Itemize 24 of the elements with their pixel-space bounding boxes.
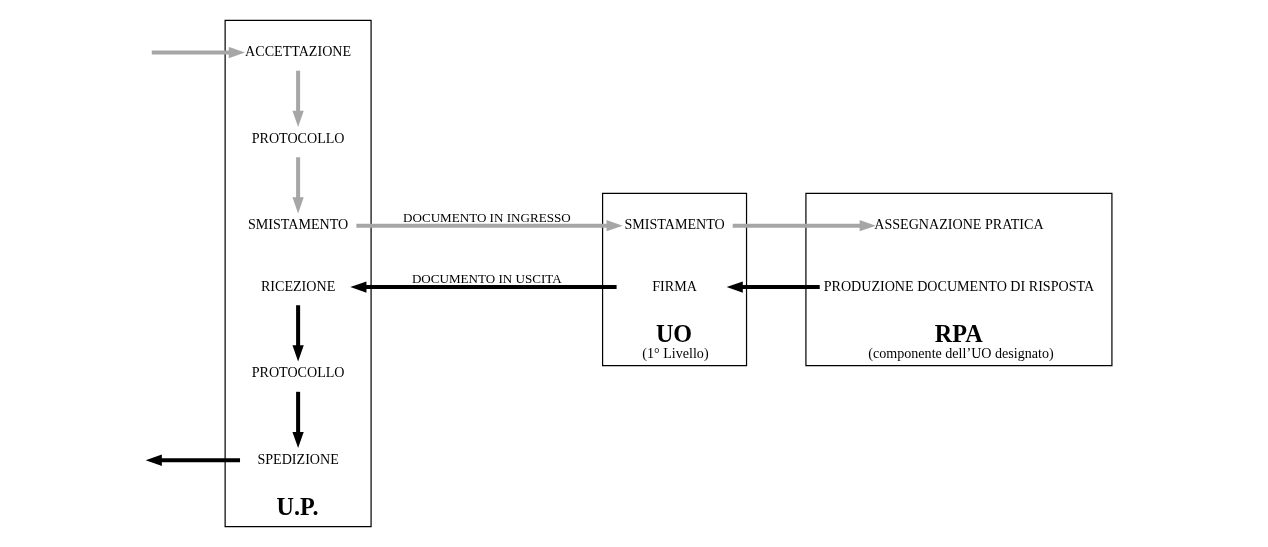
node-text: RICEZIONE <box>260 277 336 294</box>
edge-label: DOCUMENTO IN USCITA <box>411 271 562 287</box>
arrow <box>151 46 245 59</box>
arrow <box>292 305 304 362</box>
node-text: PROTOCOLLO <box>251 129 345 146</box>
node-text: ACCETTAZIONE <box>245 43 352 60</box>
node-text: FIRMA <box>652 277 697 294</box>
node-label: (componente dell’UO designato) <box>868 344 1054 361</box>
node-label: (1° Livello) <box>642 344 709 361</box>
node-text: SMISTAMENTO <box>624 216 725 233</box>
arrow <box>292 157 304 214</box>
node-text: PROTOCOLLO <box>251 364 345 381</box>
arrow <box>356 220 623 232</box>
arrow <box>292 391 304 449</box>
node-text: PRODUZIONE DOCUMENTO DI RISPOSTA <box>823 277 1095 294</box>
arrow <box>350 281 617 293</box>
arrow <box>145 454 241 466</box>
node-text: SMISTAMENTO <box>247 216 349 233</box>
edge-label: DOCUMENTO IN INGRESSO <box>403 210 571 226</box>
arrow <box>726 281 820 293</box>
node-text: ASSEGNAZIONE PRATICA <box>874 216 1044 233</box>
arrow <box>292 70 304 127</box>
arrow <box>732 220 876 232</box>
node-text: SPEDIZIONE <box>257 450 339 467</box>
